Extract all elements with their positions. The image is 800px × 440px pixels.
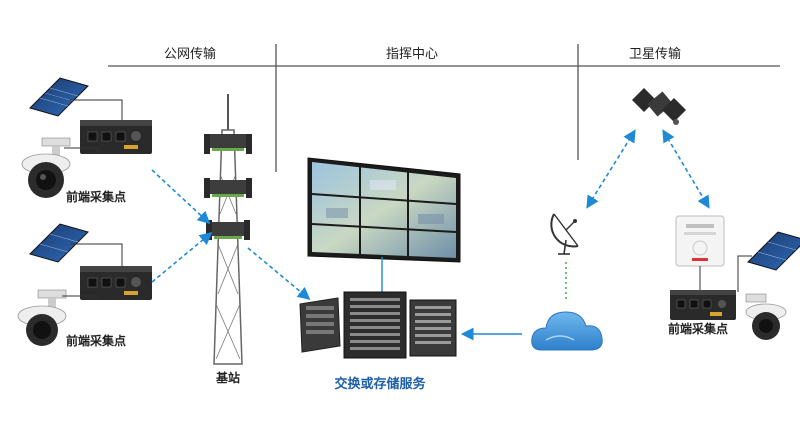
dome-camera-icon <box>17 289 67 346</box>
base-station-label: 基站 <box>215 370 240 385</box>
dome-camera-icon <box>21 137 71 198</box>
exchange-storage-label: 交换或存储服务 <box>334 376 426 392</box>
front-end-label-1: 前端采集点 <box>66 189 126 204</box>
front-end-label-3: 前端采集点 <box>668 321 728 336</box>
front-end-group-3: 前端采集点 <box>668 231 800 340</box>
solar-panel-icon <box>29 223 89 263</box>
front-end-group-2: 前端采集点 <box>17 223 152 348</box>
wire <box>70 243 123 266</box>
wire <box>64 147 99 154</box>
video-wall-icon <box>307 157 461 263</box>
link-front-end-2-to-tower <box>151 231 213 283</box>
solar-panel-icon <box>747 231 800 271</box>
section-title-satellite: 卫星传输 <box>629 46 681 62</box>
terminal-box-icon <box>80 120 152 154</box>
front-end-group-1: 前端采集点 <box>21 77 152 204</box>
satellite-icon <box>632 88 686 125</box>
link-satellite-remote <box>662 129 710 209</box>
server-rack-icon <box>299 291 457 359</box>
wire <box>737 255 752 292</box>
dome-camera-icon <box>745 293 787 340</box>
cloud-icon <box>531 311 603 351</box>
indoor-unit-icon <box>675 215 725 267</box>
solar-panel-icon <box>29 77 89 117</box>
section-title-command-center: 指挥中心 <box>386 47 438 62</box>
section-title-public-network: 公网传输 <box>164 46 216 62</box>
terminal-box-icon <box>670 290 736 320</box>
wire <box>62 295 99 300</box>
wire <box>70 99 123 120</box>
front-end-label-2: 前端采集点 <box>66 333 126 348</box>
satellite-dish-icon <box>550 213 579 255</box>
link-dish-satellite <box>586 129 636 209</box>
link-tower-to-servers <box>247 247 311 301</box>
terminal-box-icon <box>80 266 152 300</box>
link-front-end-1-to-tower <box>151 169 211 225</box>
signal-tower-icon <box>204 94 252 365</box>
